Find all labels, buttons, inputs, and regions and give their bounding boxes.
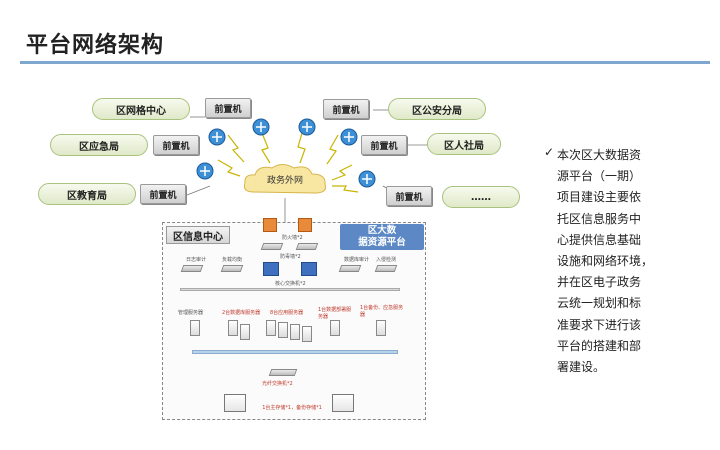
router-icon xyxy=(196,162,214,180)
node-grid-center: 区网格中心 xyxy=(92,98,190,120)
deploy-server-label: 1台数据部署服务器 xyxy=(318,307,352,320)
router-icon xyxy=(252,118,270,136)
lightning-link-6 xyxy=(331,164,353,181)
lightning-link-4 xyxy=(297,132,306,164)
cloud-icon xyxy=(243,164,326,194)
lightning-link-2 xyxy=(217,159,241,177)
node-hr-social: 区人社局 xyxy=(427,133,501,155)
app-server-label: 8台应用服务器 xyxy=(270,310,304,316)
server-icon xyxy=(278,322,288,338)
fiber-switch-icon xyxy=(268,369,298,376)
lightning-link-5 xyxy=(326,134,339,165)
db-server-label: 2台数据库服务器 xyxy=(222,310,261,316)
router-icon xyxy=(358,170,376,188)
isolation-label: 防毒墙*2 xyxy=(280,254,301,260)
description-line-6: 设施和网络环境， xyxy=(557,254,654,269)
log-audit-icon xyxy=(180,265,204,272)
db-audit-label: 数据库审计 xyxy=(344,257,370,263)
server-icon xyxy=(376,320,386,336)
load-balance-icon xyxy=(220,265,244,272)
description-line-11: 署建设。 xyxy=(557,360,606,375)
front-end-processor-5: 前置机 xyxy=(361,135,407,155)
storage-label: 1台主存储*1，备份存储*1 xyxy=(262,405,322,411)
storage-network-bar xyxy=(192,350,398,354)
big-data-platform-line-2: 据资源平台 xyxy=(358,237,406,248)
big-data-platform-label: 区大数 据资源平台 xyxy=(340,224,424,250)
lightning-link-3 xyxy=(261,132,271,164)
server-icon xyxy=(330,320,340,336)
node-emergency: 区应急局 xyxy=(50,134,148,156)
front-end-processor-2: 前置机 xyxy=(153,135,199,155)
log-audit-label: 日志审计 xyxy=(186,257,207,263)
page-title: 平台网络架构 xyxy=(26,33,165,58)
backup-server-label: 1台备份、应急服务器 xyxy=(360,305,404,318)
storage-icon xyxy=(332,394,354,412)
front-end-processor-4: 前置机 xyxy=(323,99,369,119)
node-more: …… xyxy=(442,186,520,208)
server-icon xyxy=(228,320,238,336)
big-data-platform-line-1: 区大数 xyxy=(367,225,397,236)
description-line-7: 并在区电子政务 xyxy=(557,275,642,290)
description-line-4: 托区信息服务中 xyxy=(557,211,642,226)
lightning-link-7 xyxy=(332,185,359,193)
front-end-processor-6: 前置机 xyxy=(386,186,432,206)
lightning-link-1 xyxy=(227,134,245,163)
firewall-label: 防火墙*2 xyxy=(282,235,303,241)
fiber-switch-label: 光纤交换机*2 xyxy=(262,381,293,387)
intrusion-label: 入侵检测 xyxy=(376,257,397,263)
checkmark-icon: ✓ xyxy=(544,145,555,159)
mgmt-server-label: 管理服务器 xyxy=(178,310,204,316)
info-center-frame xyxy=(162,222,426,420)
router-icon xyxy=(298,118,316,136)
description-line-9: 准要求下进行该 xyxy=(557,317,642,332)
load-balance-label: 负载均衡 xyxy=(222,257,243,263)
core-switch-icon xyxy=(263,262,279,276)
backbone-bar xyxy=(180,288,400,291)
node-education: 区教育局 xyxy=(38,183,136,205)
server-icon xyxy=(240,324,250,340)
router-icon xyxy=(208,128,226,146)
description-text: 本次区大数据资 源平台（一期） 项目建设主要依 托区信息服务中 心提供信息基础 … xyxy=(545,145,665,378)
server-icon xyxy=(302,326,312,342)
description-line-8: 云统一规划和标 xyxy=(557,296,642,311)
server-icon xyxy=(190,320,200,336)
title-divider xyxy=(20,61,710,64)
switch-icon xyxy=(295,243,319,250)
description-line-5: 心提供信息基础 xyxy=(557,232,642,247)
info-center-label: 区信息中心 xyxy=(166,226,230,244)
firewall-icon xyxy=(263,218,277,232)
front-end-processor-3: 前置机 xyxy=(140,184,186,204)
firewall-icon xyxy=(298,218,312,232)
core-switch-label: 核心交换机*2 xyxy=(275,281,306,287)
server-icon xyxy=(266,320,276,336)
description-line-1: 本次区大数据资 xyxy=(557,148,642,162)
intrusion-icon xyxy=(374,265,398,272)
description-line-2: 源平台（一期） xyxy=(557,169,642,184)
router-icon xyxy=(340,128,358,146)
storage-icon xyxy=(224,394,246,412)
db-audit-icon xyxy=(338,265,362,272)
node-public-security: 区公安分局 xyxy=(388,98,486,120)
switch-icon xyxy=(260,243,284,250)
external-network-label: 政务外网 xyxy=(266,176,303,186)
description-line-10: 平台的搭建和部 xyxy=(557,338,642,353)
server-icon xyxy=(290,324,300,340)
core-switch-icon xyxy=(301,262,317,276)
front-end-processor-1: 前置机 xyxy=(205,98,251,118)
description-line-3: 项目建设主要依 xyxy=(557,190,642,205)
